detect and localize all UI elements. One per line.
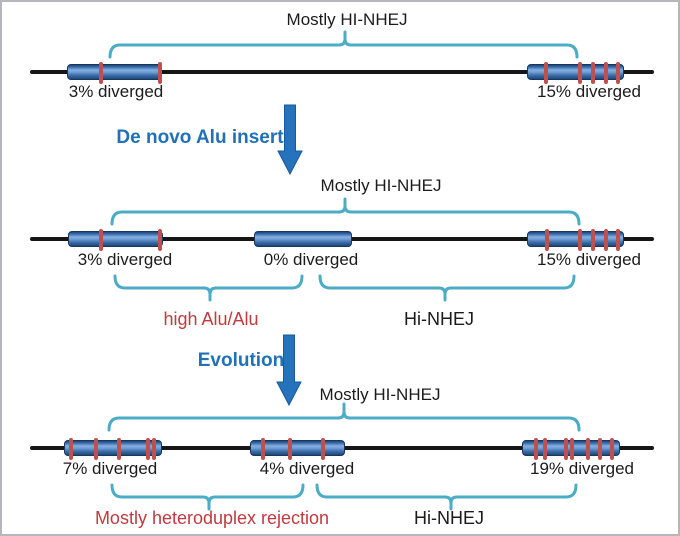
mismatch-tick (586, 438, 590, 460)
stage3-alu-element-middle (250, 438, 345, 460)
stage2-dna-track (2, 228, 678, 251)
mismatch-tick (578, 62, 582, 84)
stage2-left-divergence-label: 3% diverged (77, 250, 173, 269)
de-novo-alu-insert-label: De novo Alu insert (116, 127, 284, 148)
stage1-top-bracket (108, 30, 579, 59)
mismatch-tick (534, 438, 538, 460)
mismatch-tick (69, 438, 73, 460)
stage3-right-divergence-label: 19% diverged (530, 459, 634, 478)
stage2-hi-nhej-label: Hi-NHEJ (404, 309, 474, 329)
mismatch-tick (99, 62, 103, 84)
heteroduplex-rejection-label: Mostly heteroduplex rejection (94, 508, 330, 528)
stage2-top-bracket (110, 197, 581, 226)
mismatch-tick (288, 438, 292, 460)
mismatch-tick (591, 229, 595, 251)
stage2-middle-divergence-label: 0% diverged (263, 250, 359, 269)
mismatch-tick (545, 229, 549, 251)
stage2-bottom-right-bracket (318, 274, 576, 302)
stage2-right-divergence-label: 15% diverged (537, 250, 641, 269)
stage3-alu-element-left (64, 438, 162, 460)
mismatch-tick (544, 62, 548, 84)
stage3-dna-track (2, 437, 678, 460)
mismatch-tick (99, 229, 103, 251)
stage3-hi-nhej-label: Hi-NHEJ (414, 508, 484, 528)
stage1-right-divergence-label: 15% diverged (537, 82, 641, 101)
mismatch-tick (94, 438, 98, 460)
stage3-bottom-right-bracket (315, 483, 578, 511)
mismatch-tick (610, 438, 614, 460)
high-alu-alu-label: high Alu/Alu (163, 309, 259, 329)
mismatch-tick (604, 62, 608, 84)
stage2-top-bracket-label: Mostly HI-NHEJ (320, 176, 442, 195)
stage3-left-divergence-label: 7% diverged (62, 459, 158, 478)
mismatch-tick (158, 229, 162, 251)
stage3-top-bracket (107, 402, 581, 432)
mismatch-tick (543, 438, 547, 460)
mismatch-tick (564, 438, 568, 460)
stage2-bottom-left-bracket (113, 274, 304, 302)
mismatch-tick (598, 438, 602, 460)
mismatch-tick (570, 438, 574, 460)
stage1-alu-element-left (67, 62, 162, 84)
stage2-alu-element-left (68, 229, 163, 251)
stage1-dna-track (2, 61, 678, 84)
mismatch-tick (616, 62, 620, 84)
mismatch-tick (604, 229, 608, 251)
stage3-alu-element-right (522, 438, 620, 460)
stage3-bottom-left-bracket (110, 483, 305, 511)
mismatch-tick (152, 438, 156, 460)
stage2-alu-element-right (527, 229, 624, 251)
down-arrow-icon (277, 104, 303, 176)
dna-line (30, 70, 654, 74)
mismatch-tick (158, 62, 162, 84)
mismatch-tick (591, 62, 595, 84)
stage1-top-bracket-label: Mostly HI-NHEJ (286, 10, 408, 29)
mismatch-tick (321, 438, 325, 460)
stage1-left-divergence-label: 3% diverged (68, 82, 164, 101)
stage1-alu-element-right (527, 62, 624, 84)
stage2-alu-element-middle (254, 231, 352, 247)
mismatch-tick (616, 229, 620, 251)
mismatch-tick (146, 438, 150, 460)
stage3-top-bracket-label: Mostly HI-NHEJ (319, 385, 441, 404)
mismatch-tick (117, 438, 121, 460)
down-arrow-icon (276, 334, 302, 407)
mismatch-tick (261, 438, 265, 460)
mismatch-tick (578, 229, 582, 251)
evolution-label: Evolution (197, 350, 285, 371)
stage3-middle-divergence-label: 4% diverged (259, 459, 355, 478)
